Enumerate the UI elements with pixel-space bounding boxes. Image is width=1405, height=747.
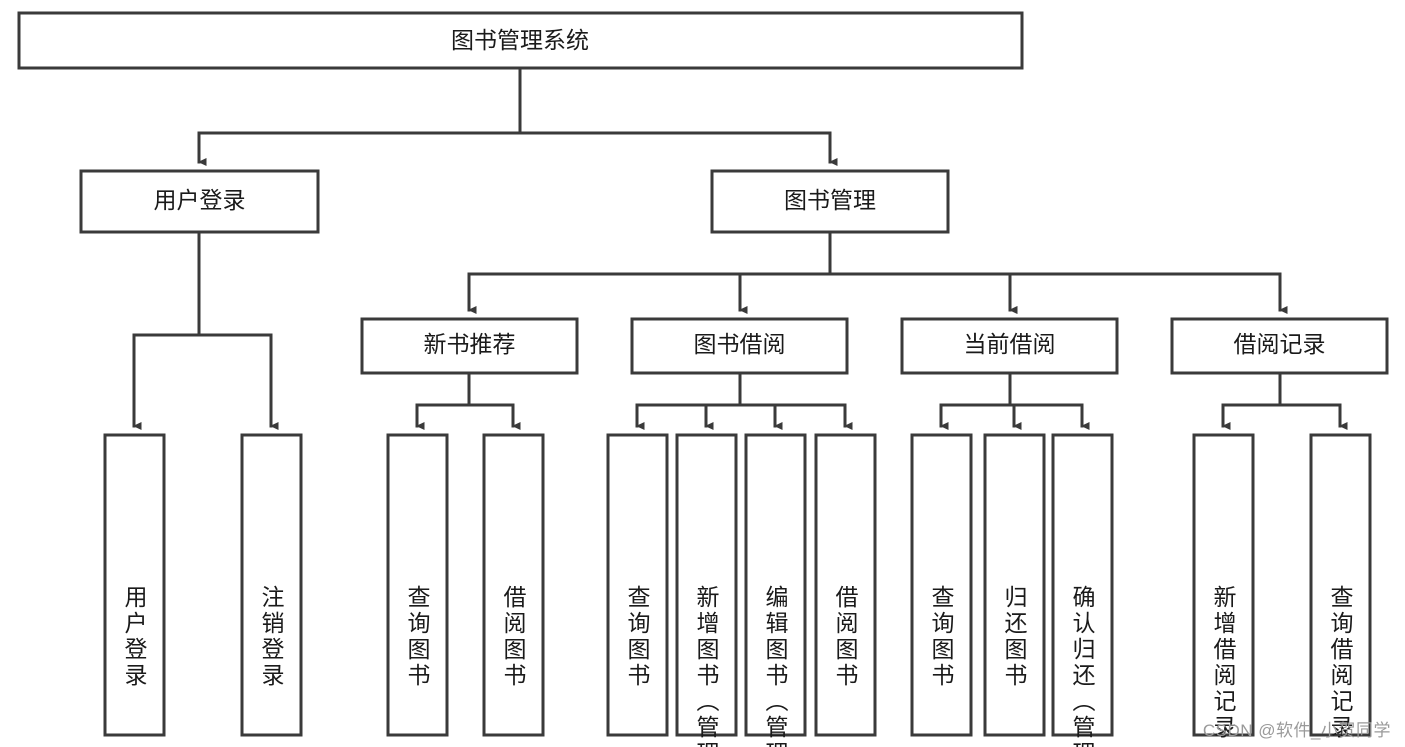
leaf-borrow-edit-book-admin[interactable]: 编辑图书（管理员） [744, 433, 807, 747]
node-label-book-management: 图书管理 [784, 187, 876, 213]
node-box-borrow-records[interactable] [1170, 317, 1389, 375]
leaf-box-user-login-logout[interactable] [240, 433, 303, 737]
node-box-book-management[interactable] [710, 169, 950, 234]
node-box-book-borrow[interactable] [630, 317, 849, 375]
leaf-new-books-borrow[interactable]: 借阅图书 [482, 433, 545, 737]
leaf-current-confirm-return-admin[interactable]: 确认归还（管理员） [1051, 433, 1114, 747]
node-box-current-borrow[interactable] [900, 317, 1119, 375]
leaf-box-current-return-book[interactable] [983, 433, 1046, 737]
node-user-login[interactable]: 用户登录 [79, 169, 320, 234]
csdn-watermark: CSDN @软件_小贺同学 [1202, 721, 1391, 740]
leaf-label-current-confirm-return-admin: 确认归还（管理员） [1069, 585, 1096, 747]
leaf-box-borrow-add-book-admin[interactable] [675, 433, 738, 737]
leaf-label-user-login-login: 用户登录 [121, 585, 148, 689]
leaf-label-new-books-query: 查询图书 [404, 585, 431, 689]
node-label-borrow-records: 借阅记录 [1234, 331, 1326, 357]
node-book-management[interactable]: 图书管理 [710, 169, 950, 234]
leaf-box-records-query-record[interactable] [1309, 433, 1372, 737]
leaf-label-user-login-logout: 注销登录 [258, 585, 285, 689]
leaf-box-current-confirm-return-admin[interactable] [1051, 433, 1114, 737]
leaf-box-borrow-edit-book-admin[interactable] [744, 433, 807, 737]
leaf-label-current-query-book: 查询图书 [928, 585, 955, 689]
leaf-label-current-return-book: 归还图书 [1001, 585, 1028, 689]
node-box-new-book-recommend[interactable] [360, 317, 579, 375]
leaf-label-records-query-record: 查询借阅记录 [1327, 585, 1354, 741]
leaf-current-return-book[interactable]: 归还图书 [983, 433, 1046, 737]
leaf-label-new-books-borrow: 借阅图书 [500, 585, 527, 689]
node-label-root: 图书管理系统 [451, 27, 589, 53]
leaf-label-borrow-edit-book-admin: 编辑图书（管理员） [762, 585, 789, 747]
leaf-label-records-add-record: 新增借阅记录 [1210, 585, 1237, 741]
node-label-current-borrow: 当前借阅 [964, 331, 1056, 357]
leaf-user-login-logout[interactable]: 注销登录 [240, 433, 303, 737]
node-label-user-login: 用户登录 [154, 187, 246, 213]
leaf-box-borrow-borrow-book[interactable] [814, 433, 877, 737]
node-box-root[interactable] [17, 11, 1024, 70]
leaf-box-user-login-login[interactable] [103, 433, 166, 737]
node-borrow-records[interactable]: 借阅记录 [1170, 317, 1389, 375]
leaf-records-add-record[interactable]: 新增借阅记录 [1192, 433, 1255, 741]
leaf-current-query-book[interactable]: 查询图书 [910, 433, 973, 737]
leaf-label-borrow-borrow-book: 借阅图书 [832, 585, 859, 689]
leaf-new-books-query[interactable]: 查询图书 [386, 433, 449, 737]
node-label-book-borrow: 图书借阅 [694, 331, 786, 357]
leaf-box-new-books-query[interactable] [386, 433, 449, 737]
node-current-borrow[interactable]: 当前借阅 [900, 317, 1119, 375]
node-book-borrow[interactable]: 图书借阅 [630, 317, 849, 375]
leaf-records-query-record[interactable]: 查询借阅记录 [1309, 433, 1372, 741]
leaf-label-borrow-add-book-admin: 新增图书（管理员） [693, 585, 720, 747]
leaf-user-login-login[interactable]: 用户登录 [103, 433, 166, 737]
leaf-borrow-add-book-admin[interactable]: 新增图书（管理员） [675, 433, 738, 747]
leaf-label-borrow-query-book: 查询图书 [624, 585, 651, 689]
leaf-borrow-borrow-book[interactable]: 借阅图书 [814, 433, 877, 737]
leaf-box-borrow-query-book[interactable] [606, 433, 669, 737]
node-label-new-book-recommend: 新书推荐 [424, 331, 516, 357]
node-root-system[interactable]: 图书管理系统 [17, 11, 1024, 70]
node-new-book-recommend[interactable]: 新书推荐 [360, 317, 579, 375]
leaf-box-records-add-record[interactable] [1192, 433, 1255, 737]
leaf-box-new-books-borrow[interactable] [482, 433, 545, 737]
leaf-box-current-query-book[interactable] [910, 433, 973, 737]
leaf-borrow-query-book[interactable]: 查询图书 [606, 433, 669, 737]
